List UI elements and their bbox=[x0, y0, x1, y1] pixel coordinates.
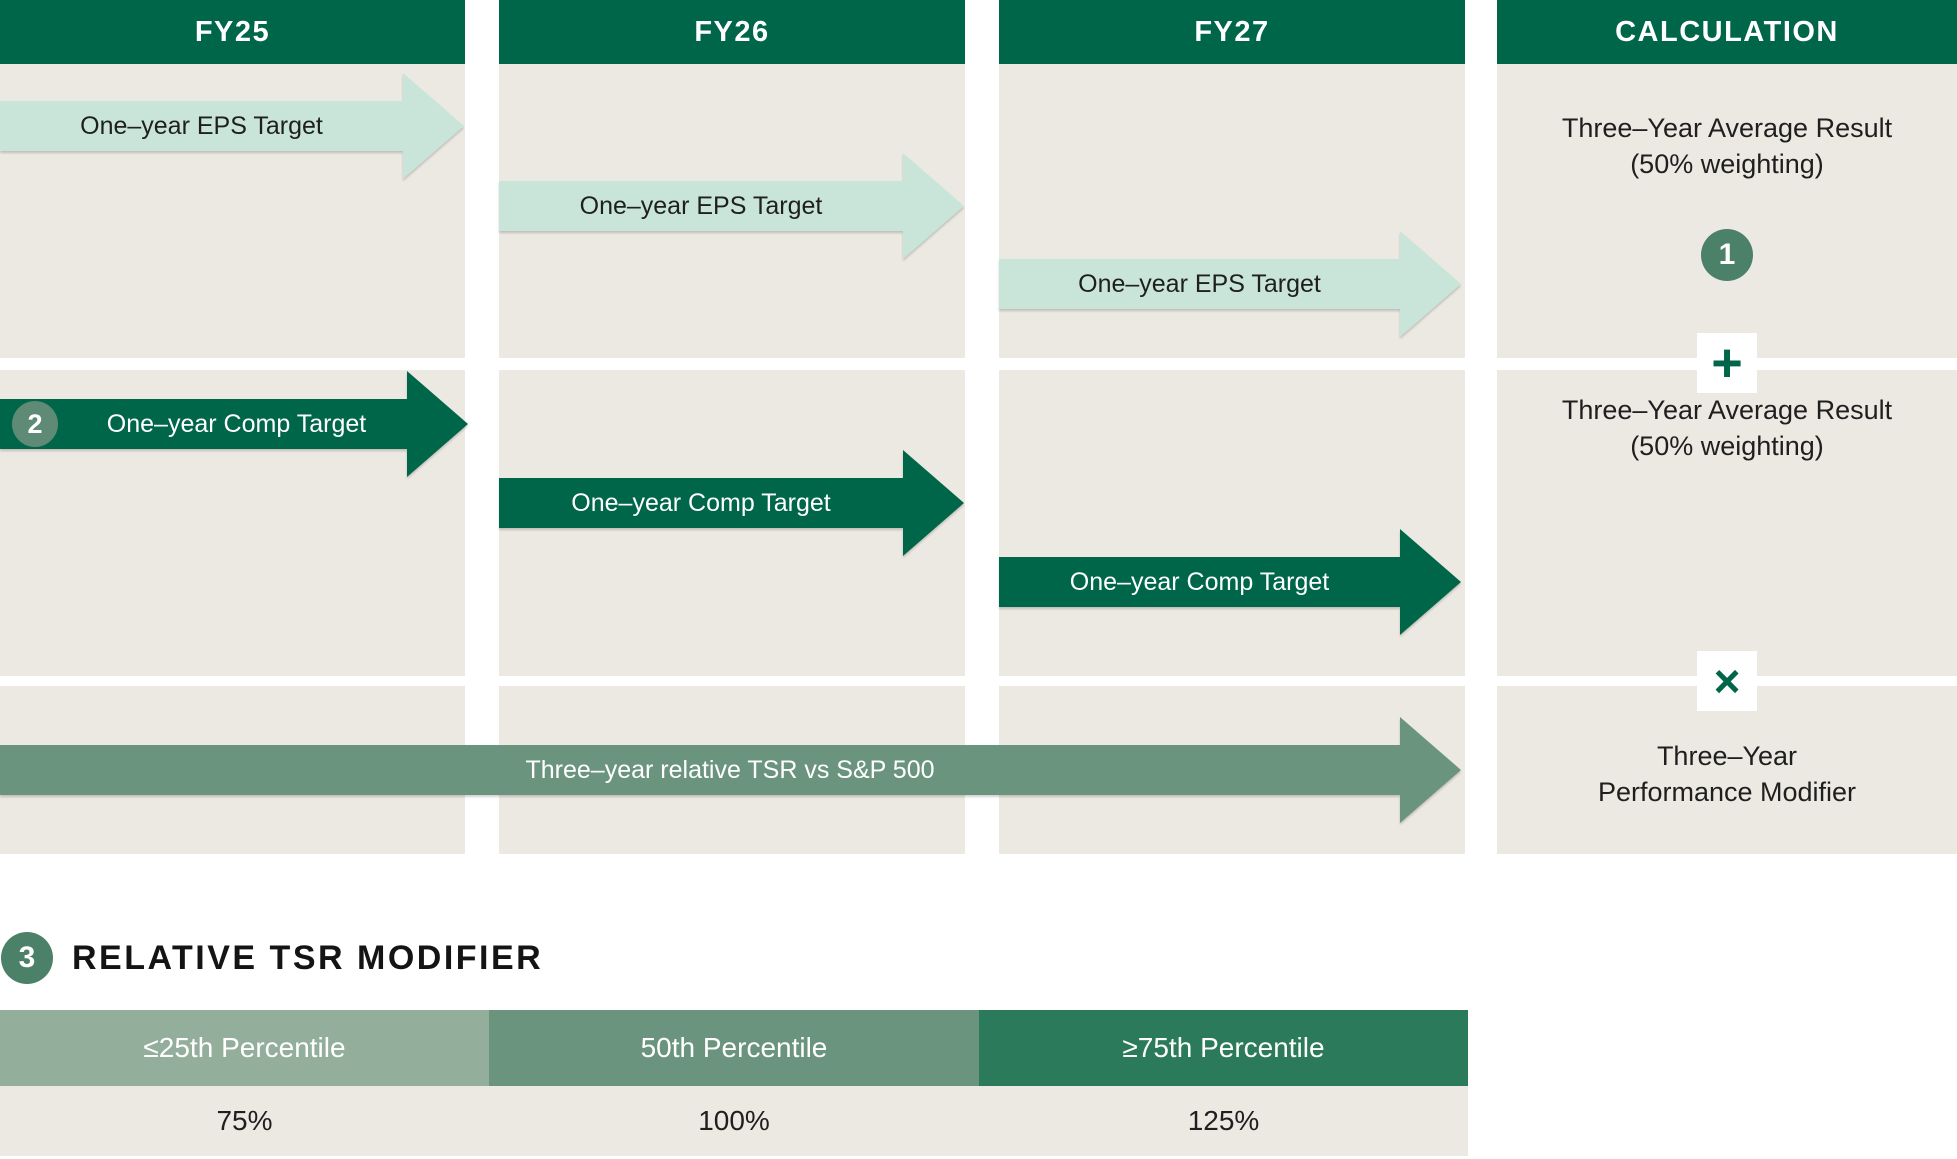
comp-target-arrow-fy25: 2 One–year Comp Target bbox=[0, 371, 468, 477]
column-header-calculation: CALCULATION bbox=[1497, 0, 1957, 64]
eps-target-arrow-fy25-label: One–year EPS Target bbox=[80, 111, 323, 140]
calc-block-1-line-1: Three–Year Average Result bbox=[1561, 113, 1893, 143]
arrow-head-icon bbox=[903, 153, 964, 259]
calc-average-result-block-1: Three–Year Average Result (50% weighting… bbox=[1497, 110, 1957, 182]
eps-target-arrow-fy25: One–year EPS Target bbox=[0, 73, 464, 179]
multiply-operator-icon: × bbox=[1697, 651, 1757, 711]
modifier-table-header-50th: 50th Percentile bbox=[489, 1010, 979, 1086]
modifier-table-value-75th: 125% bbox=[979, 1086, 1468, 1156]
eps-target-arrow-fy27-label: One–year EPS Target bbox=[1078, 269, 1321, 298]
arrow-head-icon bbox=[1400, 529, 1461, 635]
step-2-badge: 2 bbox=[12, 401, 58, 447]
column-header-fy26: FY26 bbox=[499, 0, 965, 64]
modifier-table-header-75th: ≥75th Percentile bbox=[979, 1010, 1468, 1086]
fy27-comp-row-cell bbox=[999, 370, 1465, 676]
relative-tsr-arrow-label: Three–year relative TSR vs S&P 500 bbox=[525, 755, 935, 784]
calc-block-2-line-1: Three–Year Average Result bbox=[1561, 395, 1893, 425]
comp-target-arrow-fy26: One–year Comp Target bbox=[499, 450, 964, 556]
comp-target-arrow-fy26-label: One–year Comp Target bbox=[571, 488, 831, 517]
arrow-head-icon bbox=[403, 73, 464, 179]
arrow-head-icon bbox=[407, 371, 468, 477]
step-1-badge: 1 bbox=[1701, 229, 1753, 281]
calc-performance-modifier-block: Three–Year Performance Modifier bbox=[1497, 738, 1957, 810]
calc-block-3-line-2: Performance Modifier bbox=[1597, 777, 1857, 807]
modifier-table-value-50th: 100% bbox=[489, 1086, 979, 1156]
calc-tsr-row-cell bbox=[1497, 686, 1957, 854]
relative-tsr-modifier-title: RELATIVE TSR MODIFIER bbox=[72, 938, 544, 977]
calc-eps-row-cell bbox=[1497, 64, 1957, 358]
modifier-table-header-25th: ≤25th Percentile bbox=[0, 1010, 489, 1086]
arrow-head-icon bbox=[903, 450, 964, 556]
calc-block-2-line-2: (50% weighting) bbox=[1630, 431, 1824, 461]
comp-target-arrow-fy25-label: One–year Comp Target bbox=[106, 409, 367, 438]
eps-target-arrow-fy27: One–year EPS Target bbox=[999, 231, 1461, 337]
modifier-table-value-25th: 75% bbox=[0, 1086, 489, 1156]
eps-target-arrow-fy26-label: One–year EPS Target bbox=[579, 191, 823, 220]
column-header-fy25: FY25 bbox=[0, 0, 465, 64]
calc-block-3-line-1: Three–Year bbox=[1656, 741, 1798, 771]
calc-comp-row-cell bbox=[1497, 370, 1957, 676]
calc-block-1-line-2: (50% weighting) bbox=[1630, 149, 1824, 179]
fy27-eps-row-cell bbox=[999, 64, 1465, 358]
eps-target-arrow-fy26: One–year EPS Target bbox=[499, 153, 964, 259]
comp-target-arrow-fy27-label: One–year Comp Target bbox=[1069, 567, 1330, 596]
plus-operator-icon: + bbox=[1697, 333, 1757, 393]
calc-average-result-block-2: Three–Year Average Result (50% weighting… bbox=[1497, 392, 1957, 464]
step-3-badge: 3 bbox=[1, 932, 53, 984]
arrow-head-icon bbox=[1400, 231, 1461, 337]
column-header-fy27: FY27 bbox=[999, 0, 1465, 64]
relative-tsr-arrow: Three–year relative TSR vs S&P 500 bbox=[0, 717, 1461, 823]
comp-target-arrow-fy27: One–year Comp Target bbox=[999, 529, 1461, 635]
arrow-head-icon bbox=[1400, 717, 1461, 823]
